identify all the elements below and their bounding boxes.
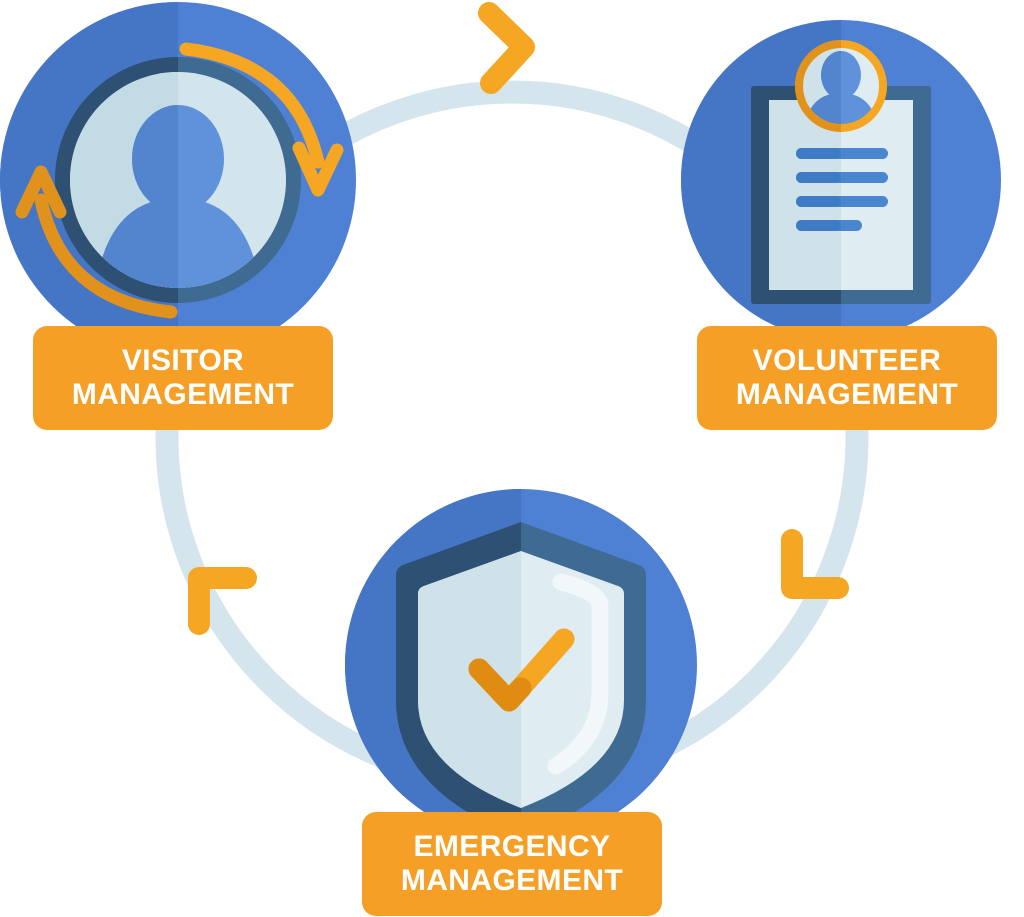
clipboard-badge-icon <box>751 40 931 304</box>
node-label-emergency-text: EMERGENCY MANAGEMENT <box>400 830 624 897</box>
person-silhouette-icon <box>94 105 262 288</box>
visitor-cycle-icon <box>15 42 344 319</box>
node-label-volunteer[interactable]: VOLUNTEER MANAGEMENT <box>697 326 997 430</box>
node-label-volunteer-text: VOLUNTEER MANAGEMENT <box>735 344 959 411</box>
node-label-emergency[interactable]: EMERGENCY MANAGEMENT <box>362 812 662 916</box>
connector-arrow-left <box>188 567 257 635</box>
avatar-badge-icon <box>795 40 887 132</box>
shield-check-icon <box>396 522 646 838</box>
node-visitor[interactable] <box>0 2 356 358</box>
node-volunteer[interactable] <box>681 20 1001 340</box>
connector-arrow-top <box>478 2 535 94</box>
connector-arrow-right <box>781 529 849 599</box>
refresh-arrows-icon <box>15 42 344 319</box>
node-label-visitor[interactable]: VISITOR MANAGEMENT <box>33 326 333 430</box>
clipboard-lines <box>796 148 888 231</box>
node-label-visitor-text: VISITOR MANAGEMENT <box>71 344 295 411</box>
node-emergency[interactable] <box>345 489 697 841</box>
